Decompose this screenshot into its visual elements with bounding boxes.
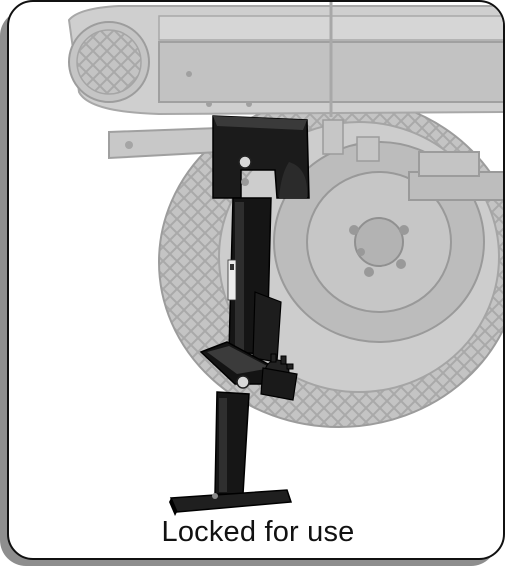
figure-panel: Locked for use (7, 0, 505, 560)
trailer-jack-illustration (67, 2, 503, 516)
trailer-frame (67, 2, 503, 201)
figure-caption: Locked for use (161, 516, 355, 548)
jack (169, 115, 310, 516)
